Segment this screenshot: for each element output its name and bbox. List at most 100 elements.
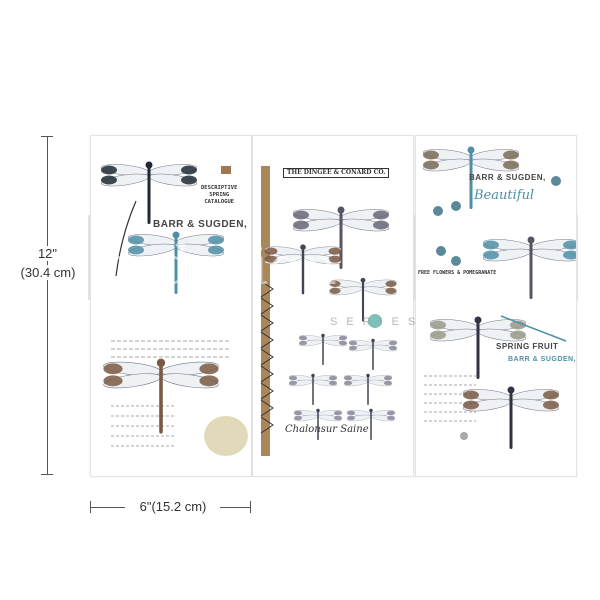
catalogue-text: DESCRIPTIVE SPRING CATALOGUE	[201, 185, 238, 205]
wing-tip	[423, 160, 439, 170]
head	[145, 161, 153, 169]
script-text: Chalonsur Saine	[285, 424, 369, 435]
coin-icon	[460, 432, 468, 440]
wing-tip	[208, 245, 224, 255]
abdomen	[469, 151, 473, 209]
dragonfly-icon	[343, 373, 393, 405]
flower-icon	[451, 256, 461, 266]
dragonfly-icon	[348, 338, 398, 370]
wing-tip	[329, 375, 337, 381]
wing-tip	[344, 375, 352, 381]
abdomen	[372, 341, 374, 370]
wing-tip	[103, 375, 123, 387]
wing-tip	[483, 240, 499, 250]
wing-tip	[503, 160, 519, 170]
butterfly-icon	[221, 166, 231, 174]
wing-tip	[385, 287, 397, 294]
lace-border	[260, 297, 274, 315]
wing-tip	[423, 150, 439, 160]
head	[156, 358, 166, 367]
head	[467, 146, 475, 154]
wing-tip	[563, 250, 576, 260]
wing-tip	[334, 415, 342, 421]
abdomen	[367, 376, 369, 405]
spring-fruit-text: SPRING FRUIT	[496, 342, 559, 351]
dragonfly-icon	[264, 244, 342, 295]
head	[507, 386, 515, 394]
abdomen	[361, 281, 365, 322]
height-dimension-line	[47, 136, 48, 475]
wing-tip	[128, 245, 144, 255]
wing-tip	[264, 247, 278, 255]
wing-tip	[329, 287, 341, 294]
dragonfly-icon	[292, 206, 390, 269]
wing-tip	[289, 375, 297, 381]
abdomen	[301, 248, 305, 295]
head	[474, 316, 482, 324]
width-dimension-line-left	[90, 507, 125, 508]
wing-tip	[389, 345, 397, 351]
lace-border	[260, 365, 274, 383]
wing-tip	[387, 415, 395, 421]
head	[369, 408, 373, 413]
dragonfly-icon	[462, 386, 560, 449]
head	[300, 244, 306, 250]
width-label: 6"(15.2 cm)	[128, 499, 218, 514]
wing-tip	[294, 410, 302, 416]
head	[371, 338, 375, 343]
abdomen	[317, 411, 319, 440]
wing-tip	[289, 380, 297, 386]
wing-tip	[349, 340, 357, 346]
abdomen	[339, 211, 343, 269]
lace-border	[260, 382, 274, 400]
stamp-circle	[368, 314, 382, 328]
transfer-sheet-3: BARR & SUGDEN, Beautiful FREE FLOWERS & …	[415, 135, 577, 477]
wing-tip	[349, 345, 357, 351]
wing-tip	[384, 375, 392, 381]
flowers-text: FREE FLOWERS & POMEGRANATE	[418, 270, 497, 276]
wing-tip	[389, 340, 397, 346]
wing-tip	[103, 363, 123, 375]
brand-text-2: BARR & SUGDEN,	[508, 356, 577, 363]
wing-tip	[543, 400, 559, 410]
abdomen	[370, 411, 372, 440]
head	[366, 373, 370, 378]
wing-tip	[503, 150, 519, 160]
dragonfly-icon	[103, 358, 219, 434]
abdomen	[312, 376, 314, 405]
wing-tip	[373, 220, 389, 230]
dragonfly-icon	[127, 231, 225, 294]
wing-tip	[543, 390, 559, 400]
height-tick-top	[41, 136, 53, 137]
height-label-cm: (30.4 cm)	[14, 265, 82, 280]
flower-icon	[433, 206, 443, 216]
sheet-3-artwork	[422, 146, 576, 449]
dragonfly-icon	[293, 408, 343, 440]
watermark-series: SERIES	[330, 316, 425, 328]
leaf-patch	[204, 416, 248, 456]
flower-icon	[551, 176, 561, 186]
wing-tip	[329, 280, 341, 287]
sheet-1-artwork	[100, 161, 248, 456]
wing-tip	[264, 255, 278, 263]
dragonfly-icon	[482, 236, 576, 299]
dragonfly-icon	[288, 373, 338, 405]
abdomen	[174, 236, 178, 294]
wing-tip	[329, 380, 337, 386]
wing-tip	[293, 220, 309, 230]
lace-border	[260, 331, 274, 349]
wing-tip	[463, 400, 479, 410]
wing-tip	[328, 247, 342, 255]
head	[316, 408, 320, 413]
damselfly-body	[500, 315, 567, 342]
wing-tip	[510, 320, 526, 330]
wing-tip	[294, 415, 302, 421]
transfer-sheet-2: THE DINGEE & CONARD CO. Chalonsur Saine	[252, 135, 414, 477]
dragonfly-icon	[429, 316, 527, 379]
wing-tip	[181, 175, 197, 185]
lace-border	[260, 280, 274, 298]
wing-tip	[339, 335, 347, 341]
width-tick-left	[90, 501, 91, 513]
dragonfly-icon	[298, 333, 348, 365]
wing-tip	[339, 340, 347, 346]
